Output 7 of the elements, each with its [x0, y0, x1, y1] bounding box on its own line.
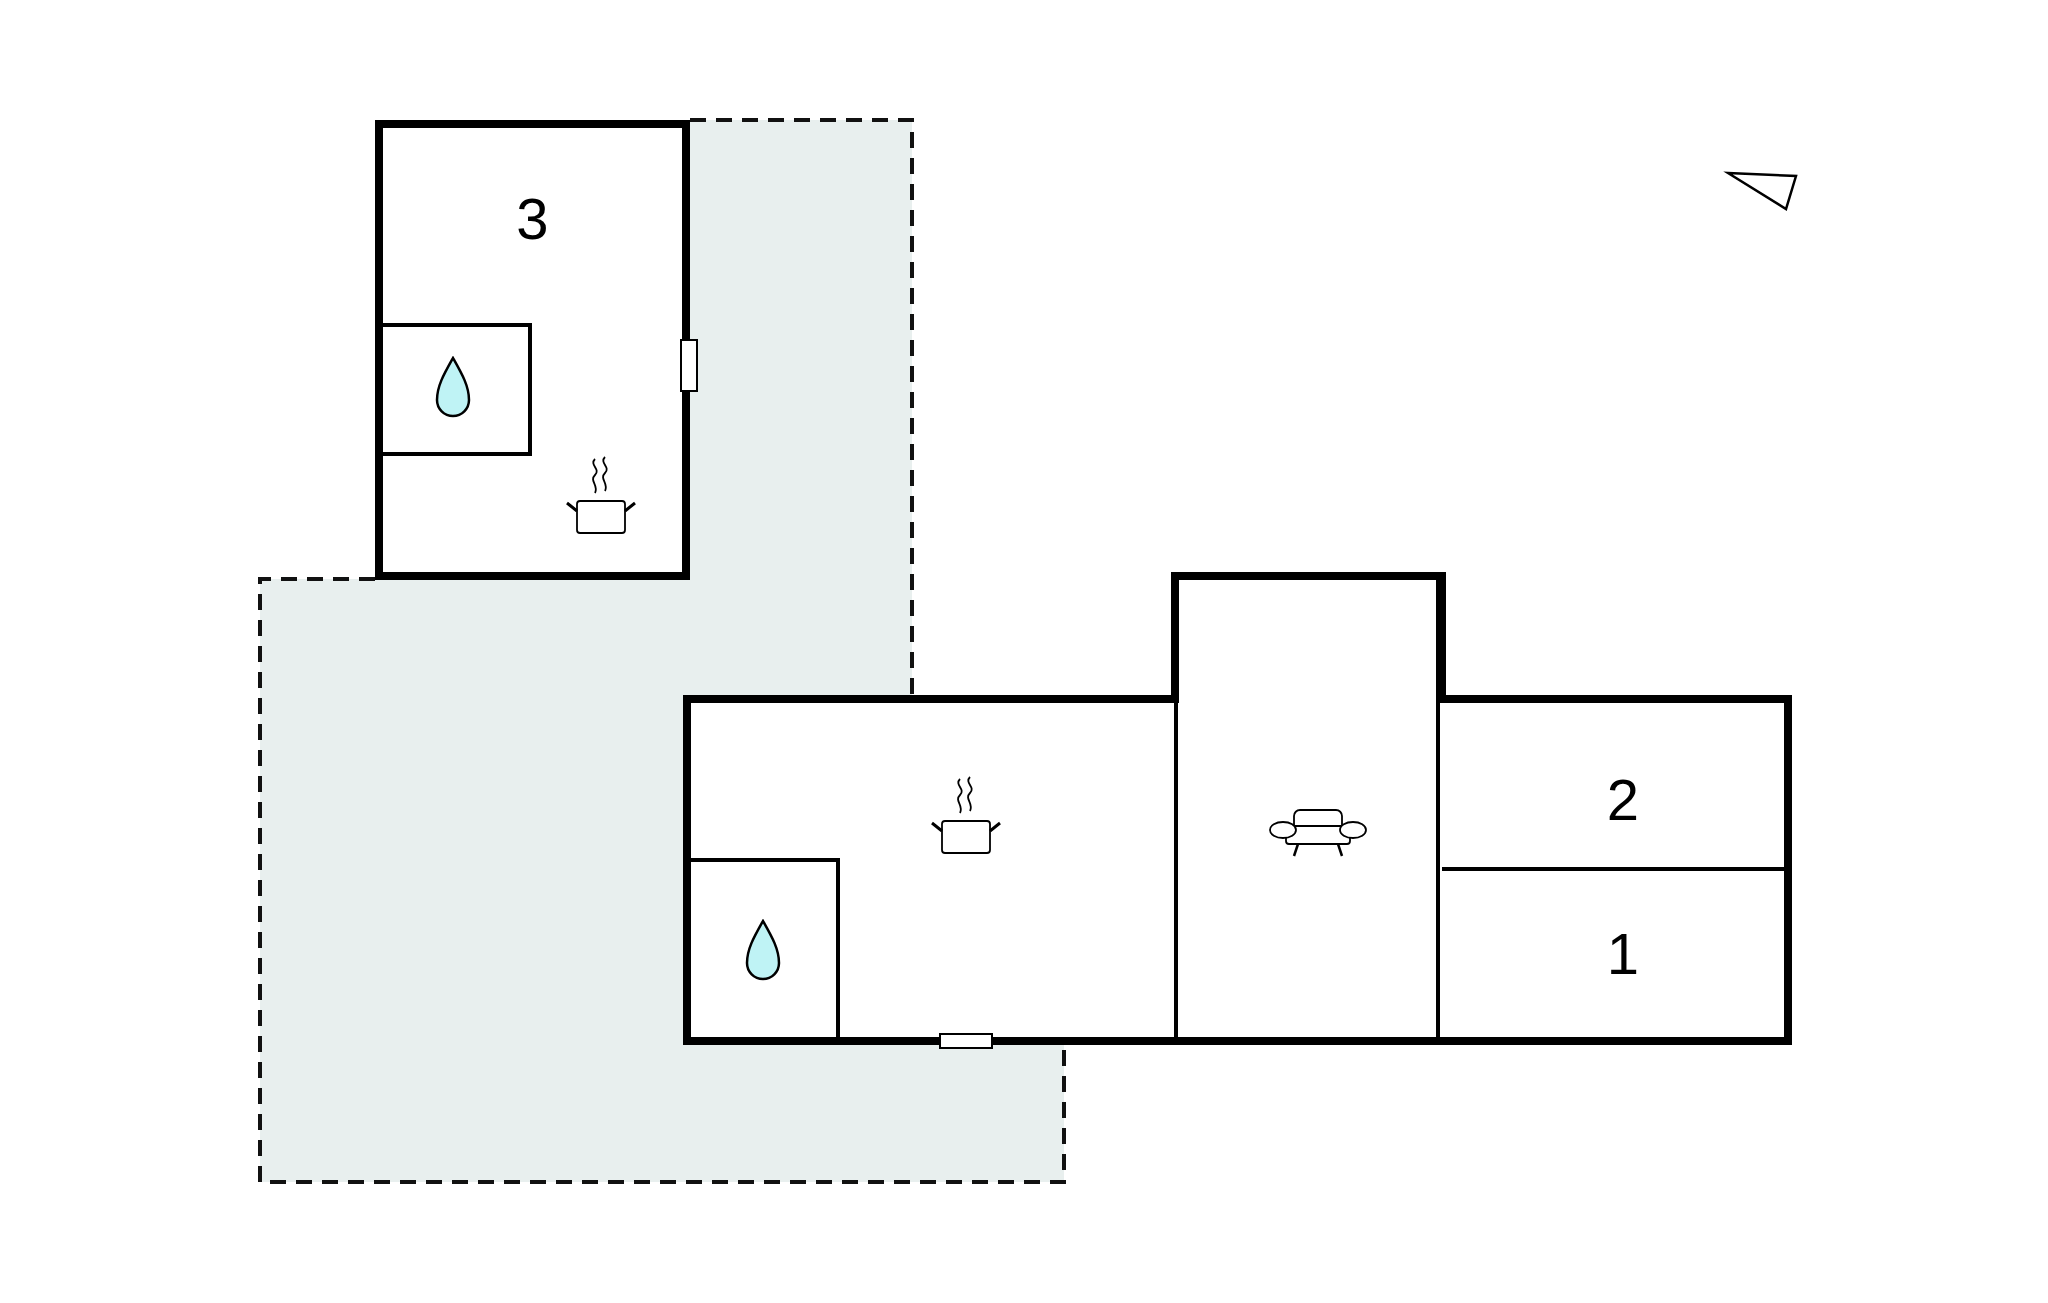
room-box [691, 858, 840, 1037]
room-box [383, 323, 532, 456]
room-number: 3 [516, 186, 549, 251]
room-number: 2 [1606, 771, 1640, 829]
room-box [691, 703, 1178, 1037]
room-number: 1 [1606, 925, 1640, 983]
room-area [375, 120, 690, 580]
